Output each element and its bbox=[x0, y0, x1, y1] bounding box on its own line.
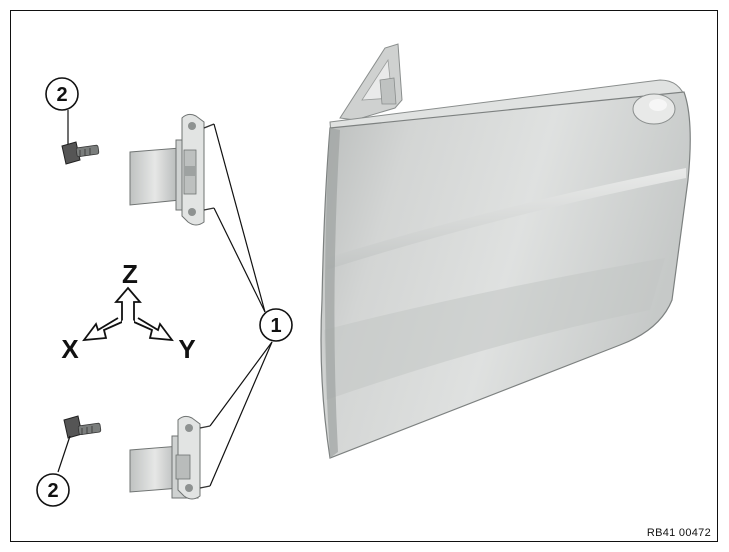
lower-hinge bbox=[129, 415, 211, 500]
car-door bbox=[320, 43, 691, 459]
callout-bolt-upper-label: 2 bbox=[56, 84, 67, 106]
axis-triad: Z X Y bbox=[61, 259, 195, 364]
callout-bolt-lower-label: 2 bbox=[47, 480, 58, 502]
axis-z-label: Z bbox=[122, 259, 138, 289]
lower-bolt bbox=[63, 415, 102, 439]
leader-lines bbox=[57, 110, 273, 487]
upper-hinge bbox=[129, 113, 215, 226]
callout-hinge-label: 1 bbox=[270, 315, 281, 337]
callout-bolt-lower: 2 bbox=[36, 473, 70, 507]
axis-x-label: X bbox=[61, 334, 79, 364]
callout-hinge: 1 bbox=[259, 308, 293, 342]
upper-bolt bbox=[61, 141, 100, 165]
axis-y-label: Y bbox=[178, 334, 195, 364]
reference-code: RB41 00472 bbox=[646, 527, 711, 539]
callout-bolt-upper: 2 bbox=[45, 77, 79, 111]
